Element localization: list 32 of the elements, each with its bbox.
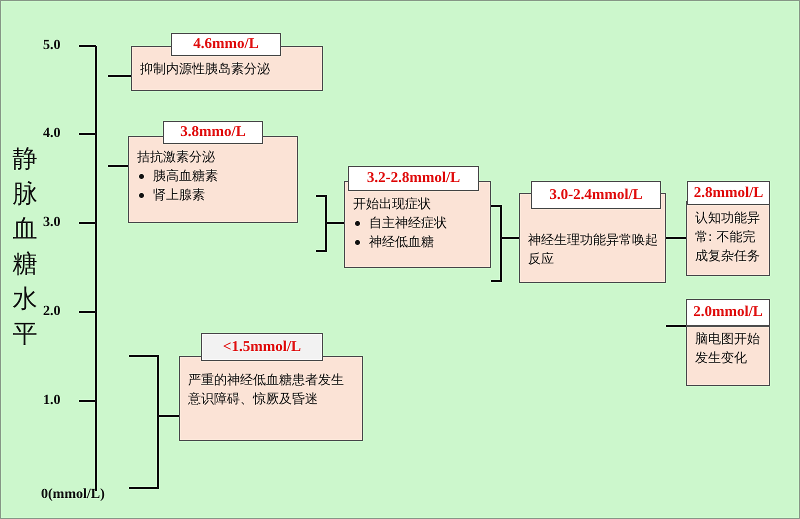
value-tag: 3.0-2.4mmol/L [531,181,661,209]
bracket-connector [490,205,520,282]
axis-title: 静脉血糖水平 [12,143,38,350]
leader-line [108,75,131,77]
description-text: 拮抗激素分泌 [137,149,216,167]
leader-line [666,325,686,327]
value-tag: <1.5mmol/L [201,333,323,361]
bullet-item: 自主神经症状 [369,216,447,231]
leader-line [666,237,686,239]
description-text: 开始出现症状 [353,196,432,214]
bracket-connector [315,195,345,252]
value-tag: 3.2-2.8mmol/L [348,166,479,191]
description-text: 神经生理功能异常唤起反应 [528,232,659,269]
bullet-item: 神经低血糖 [369,235,434,250]
value-tag: 2.8mmol/L [687,181,770,205]
description-text: 脑电图开始发生变化 [695,331,761,368]
value-tag: 4.6mmo/L [171,33,281,56]
tick-label: 5.0 [43,38,60,54]
tick-label: 3.0 [43,215,60,231]
tick-label: 0(mmol/L) [41,487,105,503]
value-tag: 3.8mmo/L [163,121,263,144]
tick-label: 1.0 [43,393,60,409]
bracket-connector [128,355,180,489]
bullet-item: 肾上腺素 [153,188,205,203]
description-text: 认知功能异常: 不能完成复杂任务 [695,210,761,266]
bullet-item: 胰高血糖素 [153,169,218,184]
description-text: 严重的神经低血糖患者发生意识障碍、惊厥及昏迷 [188,372,345,409]
value-tag: 2.0mmol/L [686,299,770,326]
leader-line [108,165,128,167]
tick-label: 2.0 [43,304,60,320]
tick-label: 4.0 [43,126,60,142]
description-text: 抑制内源性胰岛素分泌 [140,61,271,79]
